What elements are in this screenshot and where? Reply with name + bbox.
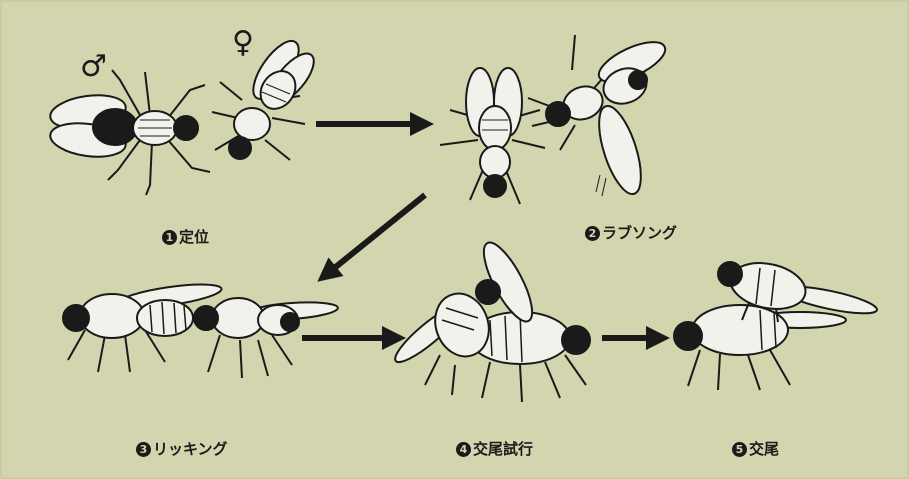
stage-number: 2 <box>585 226 600 241</box>
female-fly-stage2 <box>440 68 545 204</box>
male-fly-attempting <box>389 237 541 395</box>
stage-number: 5 <box>732 442 747 457</box>
stage-number: 4 <box>456 442 471 457</box>
male-fly-singing <box>528 34 671 199</box>
stage-number: 1 <box>162 230 177 245</box>
arrow-lovesong-to-licking <box>322 195 425 278</box>
female-fly-top-view <box>212 34 321 160</box>
male-symbol: ♂ <box>80 52 107 82</box>
female-fly-stage5 <box>674 305 846 390</box>
female-symbol: ♀ <box>232 28 254 58</box>
male-fly-top-view <box>48 70 210 195</box>
stage-number: 3 <box>136 442 151 457</box>
